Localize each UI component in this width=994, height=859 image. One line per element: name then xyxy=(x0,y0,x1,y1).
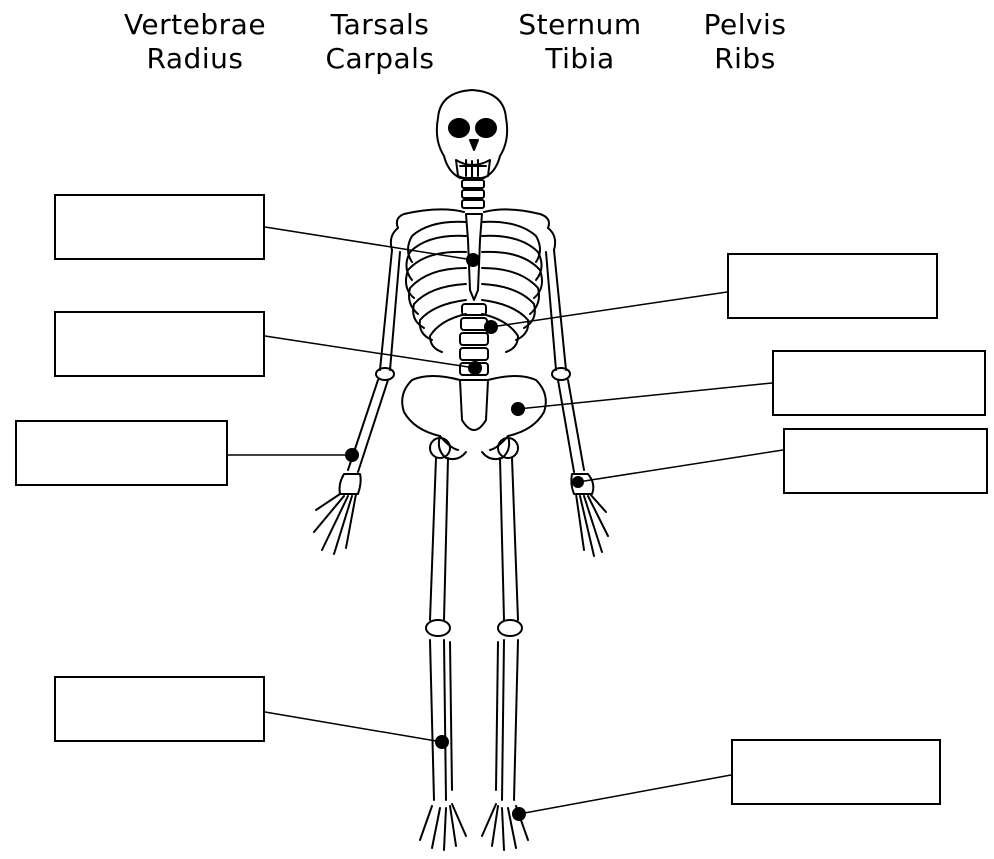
marker-dot xyxy=(345,448,359,462)
marker-dot xyxy=(512,807,526,821)
answer-box-forearm-left[interactable] xyxy=(15,420,228,486)
left-arm xyxy=(314,250,400,554)
leader-lines xyxy=(228,227,783,814)
shoulder-girdle xyxy=(391,209,555,250)
marker-dot xyxy=(572,476,584,488)
leader-line-sternum xyxy=(265,227,473,260)
answer-box-wrist-right[interactable] xyxy=(783,428,988,494)
skull xyxy=(437,90,507,179)
leader-line-tibia xyxy=(265,712,442,742)
cervical-spine xyxy=(462,180,484,208)
leader-line-vertebrae xyxy=(265,336,475,368)
marker-dot xyxy=(435,735,449,749)
leader-line-tarsals xyxy=(519,775,731,814)
marker-dots xyxy=(345,253,584,821)
answer-box-upper-left[interactable] xyxy=(54,194,265,260)
marker-dot xyxy=(484,320,498,334)
marker-dot xyxy=(511,402,525,416)
answer-box-lower-left[interactable] xyxy=(54,676,265,742)
pelvis-bone xyxy=(402,376,546,459)
marker-dot xyxy=(466,253,480,267)
leader-line-pelvis xyxy=(518,383,772,409)
leader-line-carpals xyxy=(578,450,783,482)
answer-box-middle-left[interactable] xyxy=(54,311,265,377)
left-leg xyxy=(420,438,466,850)
answer-box-lower-right[interactable] xyxy=(731,739,941,805)
answer-box-middle-right[interactable] xyxy=(772,350,986,416)
answer-box-upper-right[interactable] xyxy=(727,253,938,319)
marker-dot xyxy=(468,361,482,375)
right-leg xyxy=(482,438,528,850)
